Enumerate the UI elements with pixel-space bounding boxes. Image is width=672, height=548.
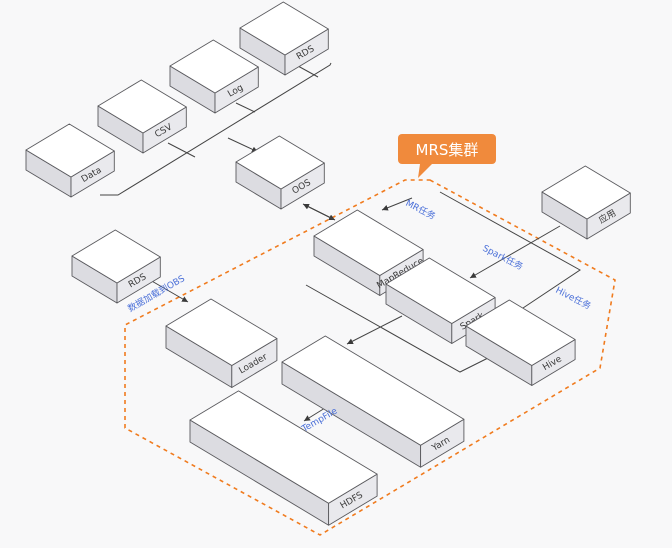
mapreduce-oos-arrow	[302, 203, 334, 220]
box-data: Data	[25, 123, 115, 198]
box-app: 应用	[541, 165, 631, 240]
yarn-to-hdfs-arrow	[303, 407, 326, 422]
rds-to-loader-arrow	[149, 279, 189, 303]
box-oos: OOS	[235, 135, 325, 210]
box-yarn: Yarn	[281, 335, 465, 468]
tempfile-label: TempFile	[300, 406, 340, 435]
source-bus-line	[100, 62, 332, 196]
bus-to-oos-arrow	[227, 137, 259, 153]
spark-to-yarn-arrow	[346, 315, 403, 345]
app-to-mapreduce-arrow	[381, 197, 413, 211]
mrs-cluster-boundary	[124, 179, 616, 536]
box-hdfs: HDFS	[189, 390, 378, 526]
hive-task-label: Hive任务	[554, 284, 593, 312]
box-rds-left: RDS	[71, 229, 161, 304]
box-csv: CSV	[97, 79, 187, 154]
app-to-hive-line	[439, 191, 581, 311]
mapreduce-loop-line	[305, 284, 493, 373]
app-to-spark-arrow	[469, 225, 561, 279]
mrs-cluster-callout: MRS集群	[398, 134, 496, 178]
mr-task-label: MR任务	[404, 197, 438, 222]
box-hive: Hive	[465, 299, 576, 386]
box-loader: Loader	[165, 298, 278, 388]
box-log: Log	[169, 39, 259, 114]
log-to-bus-line	[235, 102, 256, 113]
csv-to-bus-line	[167, 142, 196, 158]
connector-lines	[100, 62, 581, 422]
rds-to-bus-line	[297, 65, 319, 78]
box-rds-top: RDS	[239, 1, 329, 76]
callout-label: MRS集群	[416, 141, 479, 159]
